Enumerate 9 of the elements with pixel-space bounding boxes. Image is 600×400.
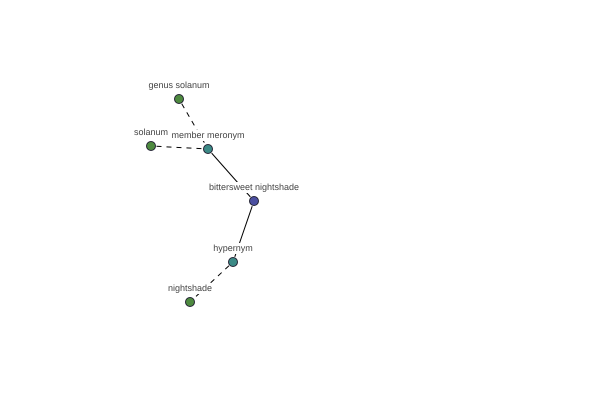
- node-label: solanum: [132, 127, 170, 138]
- connector-line: [194, 265, 230, 299]
- connector-line: [181, 103, 206, 145]
- connector-line: [156, 146, 203, 150]
- node-label: hypernym: [212, 243, 254, 254]
- node-label: member meronym: [170, 130, 246, 141]
- node-label: nightshade: [166, 283, 214, 294]
- node-label: bittersweet nightshade: [208, 182, 300, 193]
- node-label: genus solanum: [147, 80, 211, 91]
